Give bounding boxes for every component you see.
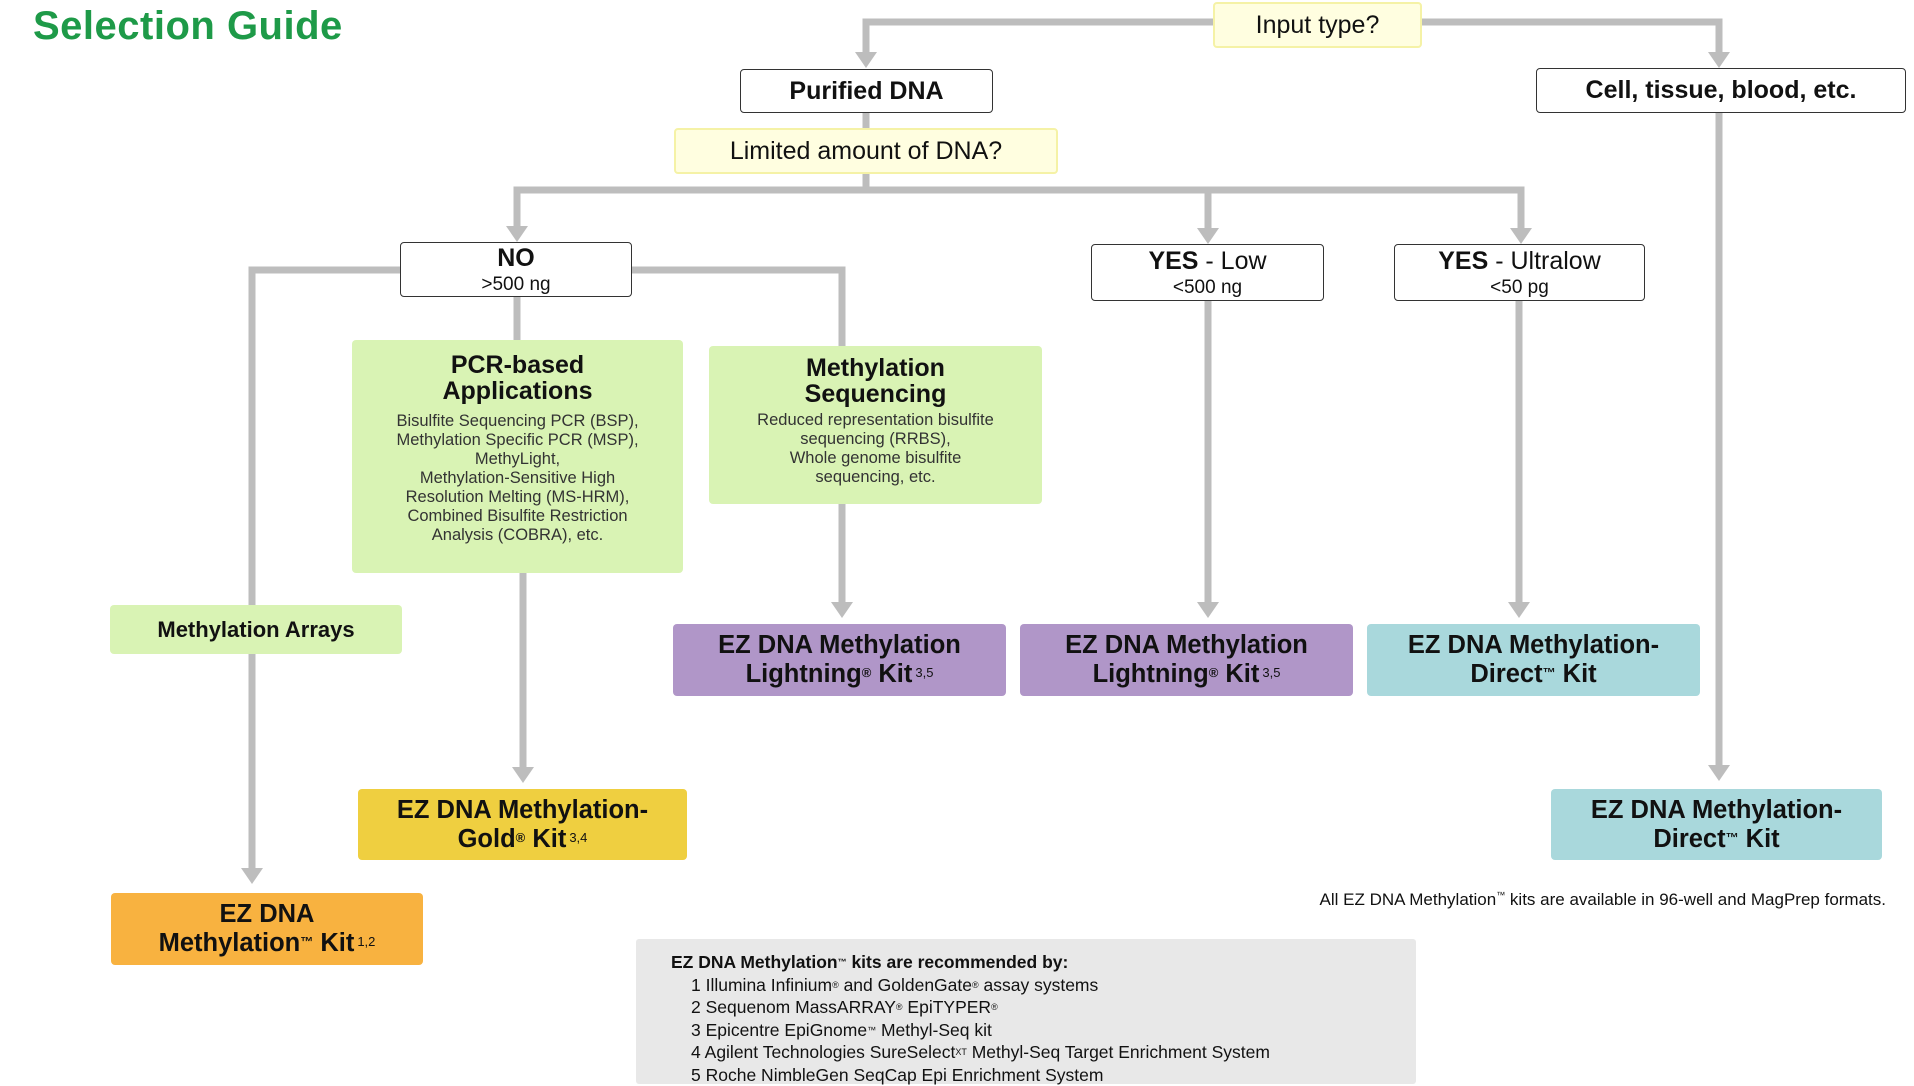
footnote-refs: 3,5 <box>1262 665 1280 680</box>
seq-title-line1: Methylation <box>806 355 945 381</box>
pcr-applications-box: PCR-based Applications Bisulfite Sequenc… <box>352 340 683 573</box>
kit-name-line2: Direct™ Kit <box>1653 825 1779 854</box>
yes-low-rest: - Low <box>1198 247 1266 275</box>
arrow-head-lightning1 <box>831 602 853 618</box>
seq-desc-line: Reduced representation bisulfite <box>757 411 994 430</box>
pcr-title-line1: PCR-based <box>451 352 584 378</box>
pcr-desc-line: Combined Bisulfite Restriction <box>396 507 638 526</box>
page-title: Selection Guide <box>33 4 343 49</box>
connector-input-to-cell <box>1422 22 1719 56</box>
kit-name-line1: EZ DNA Methylation- <box>1591 796 1842 825</box>
yes-low-sub-label: <500 ng <box>1173 277 1242 299</box>
trademark-mark: ™ <box>1543 665 1556 680</box>
footnote-item: 2 Sequenom MassARRAY® EpiTYPER® <box>671 996 1416 1019</box>
yes-ultralow-sub-label: <50 pg <box>1490 277 1549 299</box>
connector-branch-bar <box>517 190 1521 236</box>
seq-desc-line: sequencing, etc. <box>757 468 994 487</box>
input-type-label: Input type? <box>1256 11 1380 40</box>
footnote-refs: 3,5 <box>915 665 933 680</box>
kit-name-line1: EZ DNA Methylation <box>1065 631 1308 660</box>
availability-note: All EZ DNA Methylation™ kits are availab… <box>1320 890 1886 910</box>
yes-ultralow-bold: YES <box>1438 247 1488 275</box>
footnote-refs: 3,4 <box>569 830 587 845</box>
kit-direct-1: EZ DNA Methylation- Direct™ Kit <box>1367 624 1700 696</box>
pcr-desc-line: Analysis (COBRA), etc. <box>396 526 638 545</box>
cell-tissue-node: Cell, tissue, blood, etc. <box>1536 68 1906 113</box>
yes-low-label: YES - Low <box>1148 247 1266 276</box>
limited-dna-question: Limited amount of DNA? <box>674 128 1058 174</box>
seq-title-line2: Sequencing <box>805 381 947 407</box>
yes-low-bold: YES <box>1148 247 1198 275</box>
registered-mark: ® <box>862 665 872 680</box>
registered-mark: ® <box>1209 665 1219 680</box>
kit-name-line1: EZ DNA Methylation <box>718 631 961 660</box>
recommendations-footnote-box: EZ DNA Methylation™ kits are recommended… <box>636 939 1416 1084</box>
registered-mark: ® <box>516 830 526 845</box>
trademark-mark: ™ <box>1496 890 1505 900</box>
pcr-desc-line: Bisulfite Sequencing PCR (BSP), <box>396 412 638 431</box>
footnote-item: 5 Roche NimbleGen SeqCap Epi Enrichment … <box>671 1064 1416 1086</box>
seq-desc-line: Whole genome bisulfite <box>757 449 994 468</box>
arrow-head-direct1 <box>1508 602 1530 618</box>
pcr-desc-line: Methylation-Sensitive High <box>396 469 638 488</box>
kit-name-line1: EZ DNA Methylation- <box>1408 631 1659 660</box>
footnote-item: 4 Agilent Technologies SureSelectXT Meth… <box>671 1041 1416 1064</box>
pcr-title-line2: Applications <box>442 378 592 404</box>
footnote-refs: 1,2 <box>357 934 375 949</box>
pcr-desc-line: MethyLight, <box>396 450 638 469</box>
yes-ultralow-label: YES - Ultralow <box>1438 247 1601 276</box>
connector-input-to-purified <box>866 22 1213 56</box>
methylation-sequencing-box: Methylation Sequencing Reduced represent… <box>709 346 1042 504</box>
arrow-head-yes-low <box>1197 228 1219 244</box>
pcr-desc-line: Methylation Specific PCR (MSP), <box>396 431 638 450</box>
footnote-heading: EZ DNA Methylation™ kits are recommended… <box>671 951 1416 974</box>
arrow-head-methylation-kit <box>241 868 263 884</box>
arrow-head-lightning2 <box>1197 602 1219 618</box>
pcr-description: Bisulfite Sequencing PCR (BSP), Methylat… <box>396 412 638 545</box>
purified-dna-node: Purified DNA <box>740 69 993 113</box>
yes-ultralow-rest: - Ultralow <box>1488 247 1601 275</box>
seq-description: Reduced representation bisulfite sequenc… <box>757 411 994 487</box>
footnote-item: 3 Epicentre EpiGnome™ Methyl-Seq kit <box>671 1019 1416 1042</box>
trademark-mark: ™ <box>300 934 313 949</box>
kit-direct-2: EZ DNA Methylation- Direct™ Kit <box>1551 789 1882 860</box>
no-label: NO <box>497 244 535 273</box>
arrow-head-cell <box>1708 52 1730 68</box>
no-node: NO >500 ng <box>400 242 632 297</box>
cell-tissue-label: Cell, tissue, blood, etc. <box>1586 76 1857 105</box>
connector-no-to-seq <box>632 270 842 346</box>
arrow-head-direct2 <box>1708 765 1730 781</box>
limited-dna-label: Limited amount of DNA? <box>730 137 1002 166</box>
input-type-question: Input type? <box>1213 2 1422 48</box>
seq-desc-line: sequencing (RRBS), <box>757 430 994 449</box>
arrow-head-purified <box>855 52 877 68</box>
arrow-head-gold <box>512 767 534 783</box>
footnote-item: 1 Illumina Infinium® and GoldenGate® ass… <box>671 974 1416 997</box>
kit-name-line1: EZ DNA Methylation- <box>397 796 648 825</box>
arrow-head-yes-ultralow <box>1510 228 1532 244</box>
arrow-head-no <box>506 226 528 242</box>
no-sub-label: >500 ng <box>481 274 550 296</box>
yes-ultralow-node: YES - Ultralow <50 pg <box>1394 244 1645 301</box>
yes-low-node: YES - Low <500 ng <box>1091 244 1324 301</box>
pcr-desc-line: Resolution Melting (MS-HRM), <box>396 488 638 507</box>
methylation-arrays-box: Methylation Arrays <box>110 605 402 654</box>
kit-name-line2: Direct™ Kit <box>1470 660 1596 689</box>
methylation-arrays-label: Methylation Arrays <box>157 617 354 643</box>
trademark-mark: ™ <box>1726 830 1739 845</box>
purified-dna-label: Purified DNA <box>789 77 943 106</box>
kit-name-line1: EZ DNA <box>220 900 315 929</box>
